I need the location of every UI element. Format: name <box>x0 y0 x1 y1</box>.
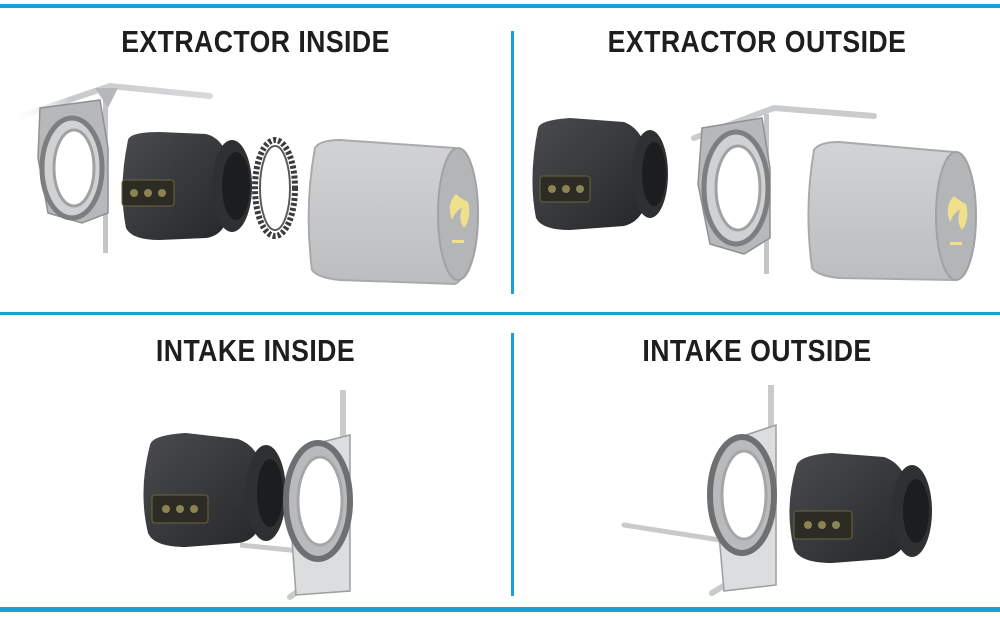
clamp-ring-icon <box>252 137 298 239</box>
inline-fan-icon <box>143 433 286 547</box>
panel-title: EXTRACTOR OUTSIDE <box>607 24 907 59</box>
panel-title: INTAKE OUTSIDE <box>642 333 872 368</box>
bottom-divider <box>0 607 1000 612</box>
panel-title: INTAKE INSIDE <box>155 333 356 368</box>
carbon-filter-icon <box>307 138 479 286</box>
extractor-outside-illustration <box>532 104 977 282</box>
mounting-bracket-icon <box>697 117 771 255</box>
carbon-filter-icon <box>807 140 977 282</box>
mounting-bracket-icon <box>37 99 109 224</box>
inline-fan-icon <box>789 453 932 563</box>
panel-extractor-outside: EXTRACTOR OUTSIDE <box>514 8 1000 312</box>
intake-outside-illustration <box>621 385 932 596</box>
panel-extractor-inside: EXTRACTOR INSIDE <box>0 8 511 312</box>
panel-intake-outside: INTAKE OUTSIDE <box>514 315 1000 607</box>
panel-intake-inside: INTAKE INSIDE <box>0 315 511 607</box>
inline-fan-icon <box>532 118 668 230</box>
middle-divider <box>0 312 1000 315</box>
vertical-divider-top <box>511 31 514 294</box>
intake-inside-illustration <box>143 390 353 600</box>
mounting-bracket-icon <box>707 423 777 592</box>
extractor-inside-illustration <box>7 82 479 286</box>
panel-title: EXTRACTOR INSIDE <box>121 24 390 59</box>
mounting-bracket-icon <box>283 434 353 596</box>
vertical-divider-bottom <box>511 333 514 596</box>
top-divider <box>0 4 1000 8</box>
inline-fan-icon <box>121 132 252 240</box>
